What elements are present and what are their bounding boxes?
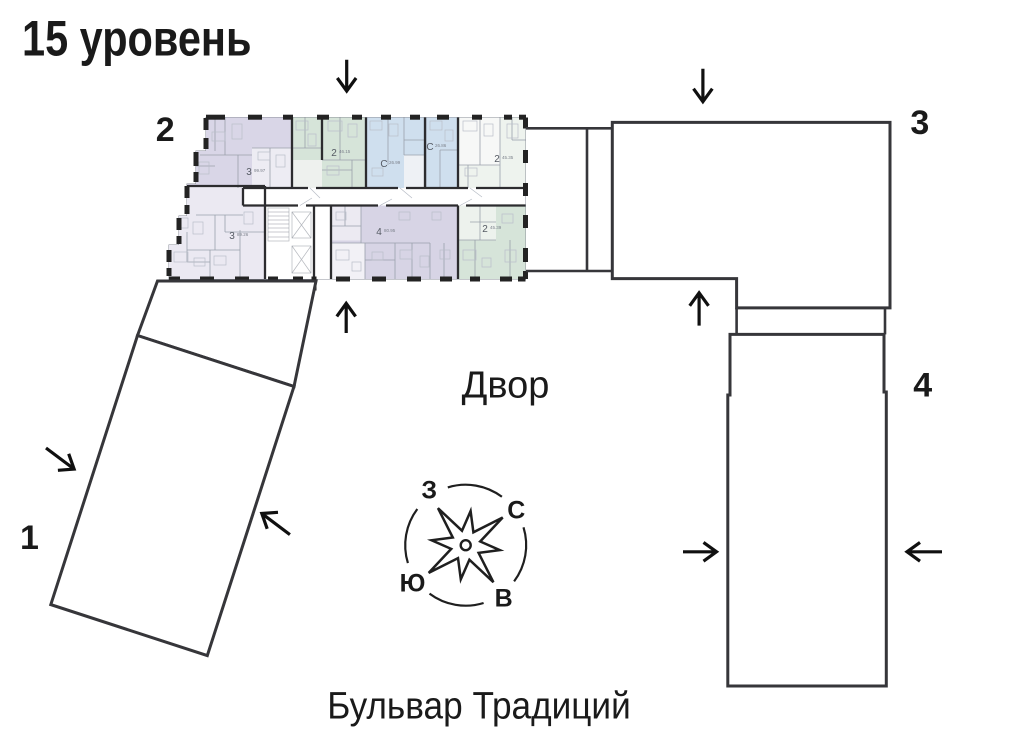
svg-text:З: З [421, 477, 437, 505]
svg-text:46.15: 46.15 [339, 149, 351, 154]
svg-text:80.95: 80.95 [384, 228, 396, 233]
svg-text:2: 2 [482, 224, 488, 235]
svg-text:4: 4 [913, 367, 932, 405]
svg-text:Бульвар Традиций: Бульвар Традиций [327, 685, 631, 727]
svg-text:45.35: 45.35 [502, 155, 514, 160]
svg-text:3: 3 [246, 167, 252, 178]
svg-text:26.99: 26.99 [389, 160, 401, 165]
svg-text:В: В [495, 584, 513, 612]
svg-text:С: С [507, 496, 525, 524]
svg-text:4: 4 [376, 227, 382, 238]
svg-text:89.26: 89.26 [237, 232, 249, 237]
svg-text:Двор: Двор [462, 365, 550, 407]
svg-text:3: 3 [229, 231, 235, 242]
svg-text:1: 1 [20, 519, 39, 557]
svg-text:2: 2 [156, 111, 175, 149]
svg-text:15 уровень: 15 уровень [22, 11, 252, 67]
svg-text:3: 3 [910, 104, 929, 142]
svg-text:26.86: 26.86 [435, 143, 447, 148]
svg-text:С: С [426, 142, 433, 153]
svg-text:2: 2 [494, 154, 500, 165]
svg-text:Ю: Ю [400, 569, 426, 597]
svg-text:2: 2 [331, 148, 337, 159]
svg-text:99.97: 99.97 [254, 168, 266, 173]
svg-text:С: С [380, 159, 387, 170]
svg-text:45.39: 45.39 [490, 225, 502, 230]
